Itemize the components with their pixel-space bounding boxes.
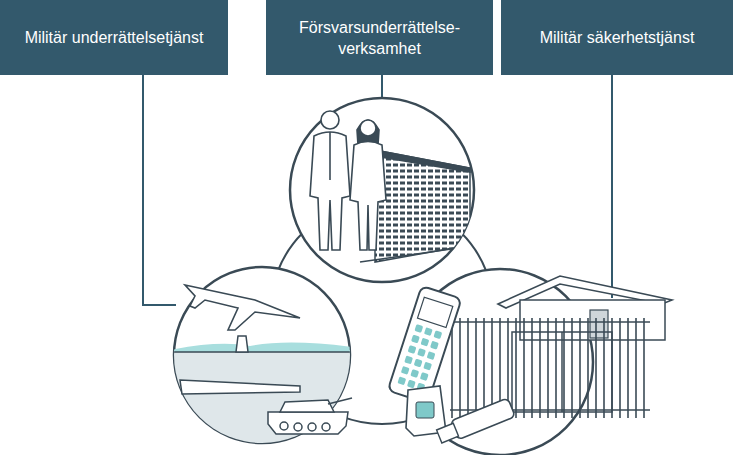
phone-key <box>410 369 419 378</box>
phone-key <box>424 327 433 336</box>
phone-key <box>414 324 423 333</box>
phone-key <box>408 345 417 354</box>
header-label: Militär säkerhetstjänst <box>540 27 695 48</box>
phone-key <box>433 330 442 339</box>
phone-key <box>423 362 432 371</box>
header-label: Militär underrättelsetjänst <box>25 27 204 48</box>
phone-key <box>404 356 413 365</box>
leader-lines <box>143 75 612 305</box>
text-wrap: Militär underrättelsetjänst <box>25 27 204 48</box>
phone-key <box>401 366 410 375</box>
phone-key <box>407 380 416 389</box>
top-circle <box>290 98 480 282</box>
text-wrap: Militär säkerhetstjänst <box>540 27 695 48</box>
security-circle <box>388 269 672 455</box>
header-label: Försvarsunderrättelse- verksamhet <box>280 17 479 59</box>
phone-key <box>417 348 426 357</box>
text-wrap: Försvarsunderrättelse- verksamhet <box>280 17 479 59</box>
phone-key <box>427 351 436 360</box>
header-box: Militär säkerhetstjänst <box>501 0 733 75</box>
phone-key <box>397 376 406 385</box>
header-box: Militär underrättelsetjänst <box>0 0 228 75</box>
military-circle <box>170 267 360 450</box>
phone-key <box>421 338 430 347</box>
header-box: Försvarsunderrättelse- verksamhet <box>266 0 493 75</box>
phone-key <box>411 335 420 344</box>
phone-key <box>420 372 429 381</box>
phone-key <box>414 359 423 368</box>
phone-key <box>430 341 439 350</box>
